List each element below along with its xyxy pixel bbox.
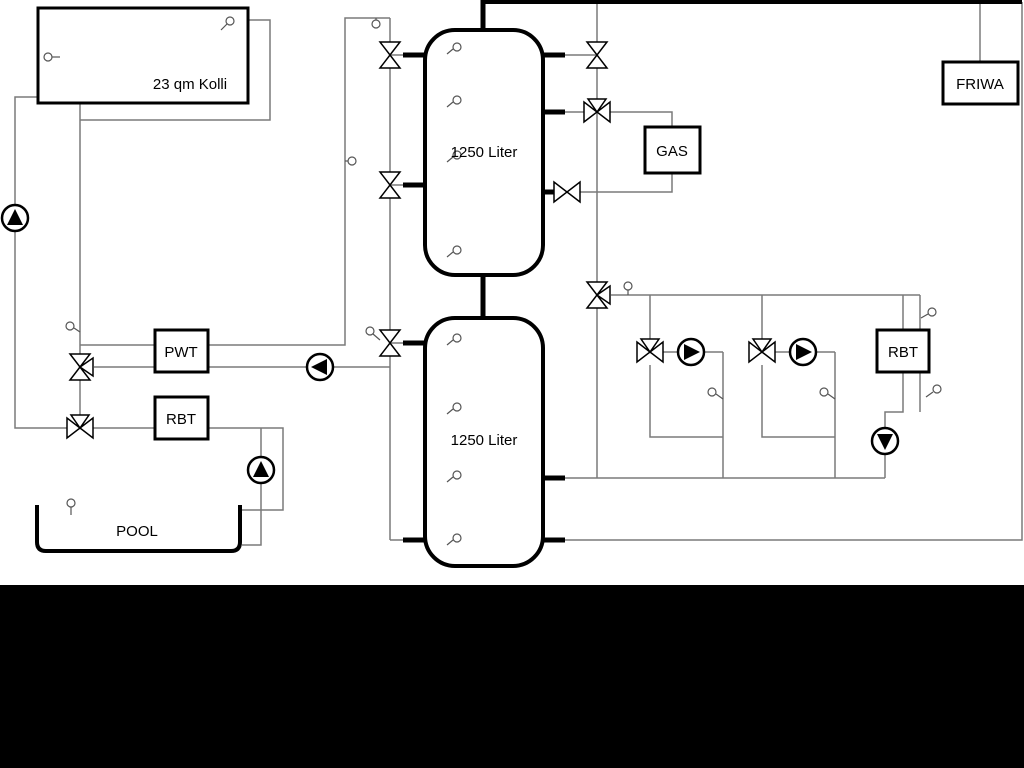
pipe bbox=[208, 427, 284, 511]
pipe bbox=[208, 17, 390, 346]
temperature-sensor-icon bbox=[819, 387, 836, 400]
rbt-right-label: RBT bbox=[888, 344, 918, 361]
friwa-station-box bbox=[941, 60, 1020, 106]
bottom-black-mask bbox=[0, 585, 1024, 768]
pwt-label: PWT bbox=[164, 344, 197, 361]
buffer-tank-bottom bbox=[423, 316, 545, 568]
pipe bbox=[565, 2, 1023, 541]
gas-label: GAS bbox=[656, 143, 688, 160]
main-pipes bbox=[403, 0, 1022, 543]
three-way-valve-icon bbox=[66, 414, 94, 440]
labels: 23 qm Kolli 1250 Liter 1250 Liter GAS FR… bbox=[116, 76, 1004, 540]
three-way-valve-icon bbox=[585, 281, 611, 309]
collector-label: 23 qm Kolli bbox=[153, 76, 227, 93]
hydraulic-schematic: 23 qm Kolli 1250 Liter 1250 Liter GAS FR… bbox=[0, 0, 1023, 568]
valve-icon bbox=[378, 171, 402, 199]
three-way-valve-icon bbox=[583, 98, 611, 124]
valves bbox=[66, 41, 776, 440]
pumps bbox=[0, 203, 900, 485]
friwa-label: FRIWA bbox=[956, 76, 1004, 93]
temperature-sensor-icon bbox=[446, 42, 462, 55]
pool-label: POOL bbox=[116, 523, 158, 540]
temperature-sensor-icon bbox=[446, 333, 462, 346]
three-way-valve-icon bbox=[68, 353, 94, 381]
pipe bbox=[649, 295, 763, 340]
pool-basin bbox=[35, 505, 242, 553]
temperature-sensor-icon bbox=[371, 18, 381, 29]
valve-icon bbox=[378, 329, 402, 357]
rbt-right-box bbox=[875, 328, 931, 374]
temperature-sensor-icon bbox=[43, 52, 60, 62]
temperature-sensor-icon bbox=[446, 245, 462, 258]
temperature-sensor-icon bbox=[66, 498, 76, 515]
temperature-sensor-icon bbox=[446, 402, 462, 415]
tank-port-stub bbox=[403, 52, 565, 543]
temperature-sensor-icon bbox=[345, 156, 357, 166]
temperature-sensor-icon bbox=[925, 384, 942, 398]
sensors bbox=[43, 16, 942, 546]
temperature-sensor-icon bbox=[446, 533, 462, 546]
pump-return-icon bbox=[870, 426, 900, 456]
three-way-valve-icon bbox=[636, 338, 664, 364]
valve-icon bbox=[553, 180, 581, 204]
pipe bbox=[761, 365, 835, 438]
temperature-sensor-icon bbox=[65, 321, 81, 333]
temperature-sensor-icon bbox=[365, 326, 381, 341]
pipe bbox=[390, 54, 403, 541]
pwt-heat-exchanger-box bbox=[153, 328, 210, 374]
temperature-sensor-icon bbox=[623, 281, 633, 295]
pump-circuit2-icon bbox=[788, 337, 818, 367]
valve-icon bbox=[585, 41, 609, 69]
pump-circuit1-icon bbox=[676, 337, 706, 367]
rbt-left-label: RBT bbox=[166, 411, 196, 428]
pump-charge-icon bbox=[305, 352, 335, 382]
pipe bbox=[663, 351, 724, 478]
three-way-valve-icon bbox=[748, 338, 776, 364]
pipe-network bbox=[14, 2, 1023, 546]
pipe bbox=[775, 351, 836, 478]
pump-solar-icon bbox=[0, 203, 30, 233]
pipe bbox=[242, 428, 262, 546]
tank-bottom-label: 1250 Liter bbox=[451, 432, 518, 449]
pipe bbox=[80, 19, 271, 121]
pipe bbox=[14, 96, 67, 429]
pipe bbox=[580, 173, 673, 193]
pump-pool-icon bbox=[246, 455, 276, 485]
rbt-left-box bbox=[153, 395, 210, 441]
temperature-sensor-icon bbox=[446, 470, 462, 483]
temperature-sensor-icon bbox=[920, 307, 937, 319]
temperature-sensor-icon bbox=[446, 95, 462, 108]
pipe bbox=[610, 111, 673, 127]
pipe bbox=[649, 365, 723, 438]
buffer-tank-top bbox=[423, 28, 545, 277]
solar-collector-box bbox=[36, 6, 250, 105]
temperature-sensor-icon bbox=[446, 150, 462, 163]
valve-icon bbox=[378, 41, 402, 69]
temperature-sensor-icon bbox=[220, 16, 235, 31]
component-boxes bbox=[35, 6, 1020, 568]
temperature-sensor-icon bbox=[707, 387, 724, 400]
gas-boiler-box bbox=[643, 125, 702, 175]
tank-top-label: 1250 Liter bbox=[451, 144, 518, 161]
